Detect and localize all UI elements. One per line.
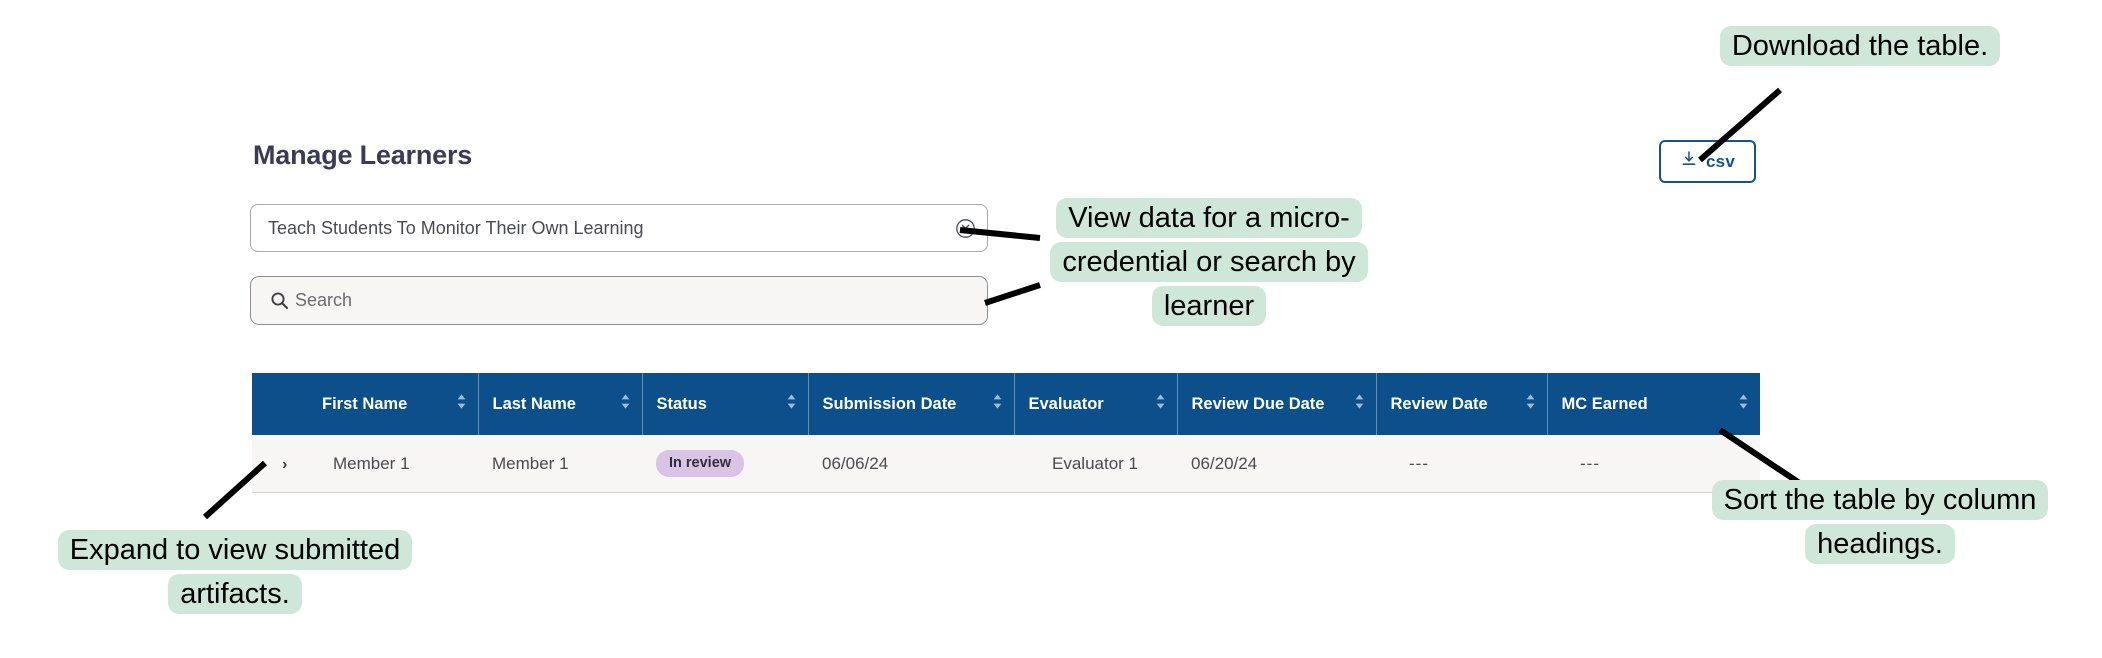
annotation-download: Download the table. bbox=[1710, 24, 2010, 68]
cell-review-date: --- bbox=[1376, 435, 1547, 493]
status-badge: In review bbox=[656, 450, 745, 477]
sort-icon[interactable] bbox=[456, 393, 467, 415]
micro-credential-select[interactable]: Teach Students To Monitor Their Own Lear… bbox=[250, 204, 988, 252]
table-header-submission-date[interactable]: Submission Date bbox=[808, 373, 1015, 435]
table-header-status[interactable]: Status bbox=[642, 373, 809, 435]
table-header-mc-earned-label: MC Earned bbox=[1561, 394, 1648, 413]
arrow-view-bottom bbox=[984, 282, 1041, 306]
table-header-review-due-date[interactable]: Review Due Date bbox=[1177, 373, 1377, 435]
sort-icon[interactable] bbox=[992, 393, 1003, 415]
page-title: Manage Learners bbox=[253, 140, 473, 170]
download-csv-button[interactable]: csv bbox=[1659, 140, 1756, 183]
annotation-view-text: View data for a micro-credential or sear… bbox=[1050, 198, 1368, 326]
sort-icon[interactable] bbox=[1525, 393, 1536, 415]
sort-icon[interactable] bbox=[620, 393, 631, 415]
sort-icon[interactable] bbox=[786, 393, 797, 415]
table-header-row: First Name Last Name bbox=[252, 373, 1760, 435]
table-header-status-label: Status bbox=[656, 394, 707, 413]
table-header-mc-earned[interactable]: MC Earned bbox=[1547, 373, 1760, 435]
cell-evaluator: Evaluator 1 bbox=[1014, 435, 1177, 493]
table-header-evaluator-label: Evaluator bbox=[1028, 394, 1104, 413]
table-row[interactable]: › Member 1 Member 1 In review 06/06/24 E… bbox=[252, 435, 1760, 493]
table-header-first-name-label: First Name bbox=[322, 394, 408, 413]
table-header-evaluator[interactable]: Evaluator bbox=[1014, 373, 1178, 435]
annotation-expand: Expand to view submitted artifacts. bbox=[40, 528, 430, 616]
annotation-expand-text: Expand to view submitted artifacts. bbox=[57, 530, 413, 614]
table-header-last-name[interactable]: Last Name bbox=[478, 373, 643, 435]
table-header-submission-date-label: Submission Date bbox=[822, 394, 957, 413]
cell-last-name: Member 1 bbox=[478, 435, 642, 493]
table-header-review-due-date-label: Review Due Date bbox=[1191, 394, 1325, 413]
table-header-review-date[interactable]: Review Date bbox=[1376, 373, 1548, 435]
table-header-first-name[interactable]: First Name bbox=[308, 373, 479, 435]
sort-icon[interactable] bbox=[1155, 393, 1166, 415]
circle-x-icon[interactable] bbox=[943, 204, 987, 252]
cell-mc-earned: --- bbox=[1547, 435, 1760, 493]
search-input-placeholder[interactable]: Search bbox=[295, 290, 353, 310]
annotation-download-text: Download the table. bbox=[1719, 26, 2001, 66]
cell-status: In review bbox=[642, 435, 808, 493]
table-header-review-date-label: Review Date bbox=[1390, 394, 1488, 413]
micro-credential-select-value[interactable]: Teach Students To Monitor Their Own Lear… bbox=[268, 217, 644, 238]
expand-row-cell[interactable]: › bbox=[252, 435, 308, 493]
sort-icon[interactable] bbox=[1354, 393, 1365, 415]
csv-button-label: csv bbox=[1706, 151, 1735, 171]
cell-review-due-date: 06/20/24 bbox=[1177, 435, 1376, 493]
annotation-view: View data for a micro-credential or sear… bbox=[1044, 196, 1374, 328]
annotation-sort-text: Sort the table by column headings. bbox=[1711, 480, 2049, 564]
learners-table: First Name Last Name bbox=[252, 373, 1760, 493]
chevron-right-icon[interactable]: › bbox=[282, 455, 288, 473]
download-icon bbox=[1680, 150, 1698, 173]
cell-submission-date: 06/06/24 bbox=[808, 435, 1014, 493]
cell-first-name: Member 1 bbox=[308, 435, 478, 493]
search-icon bbox=[251, 291, 295, 310]
sort-icon[interactable] bbox=[1738, 393, 1749, 415]
table-header-expand-spacer bbox=[252, 373, 308, 435]
table-header-last-name-label: Last Name bbox=[492, 394, 576, 413]
learner-search-field[interactable]: Search bbox=[250, 276, 988, 325]
